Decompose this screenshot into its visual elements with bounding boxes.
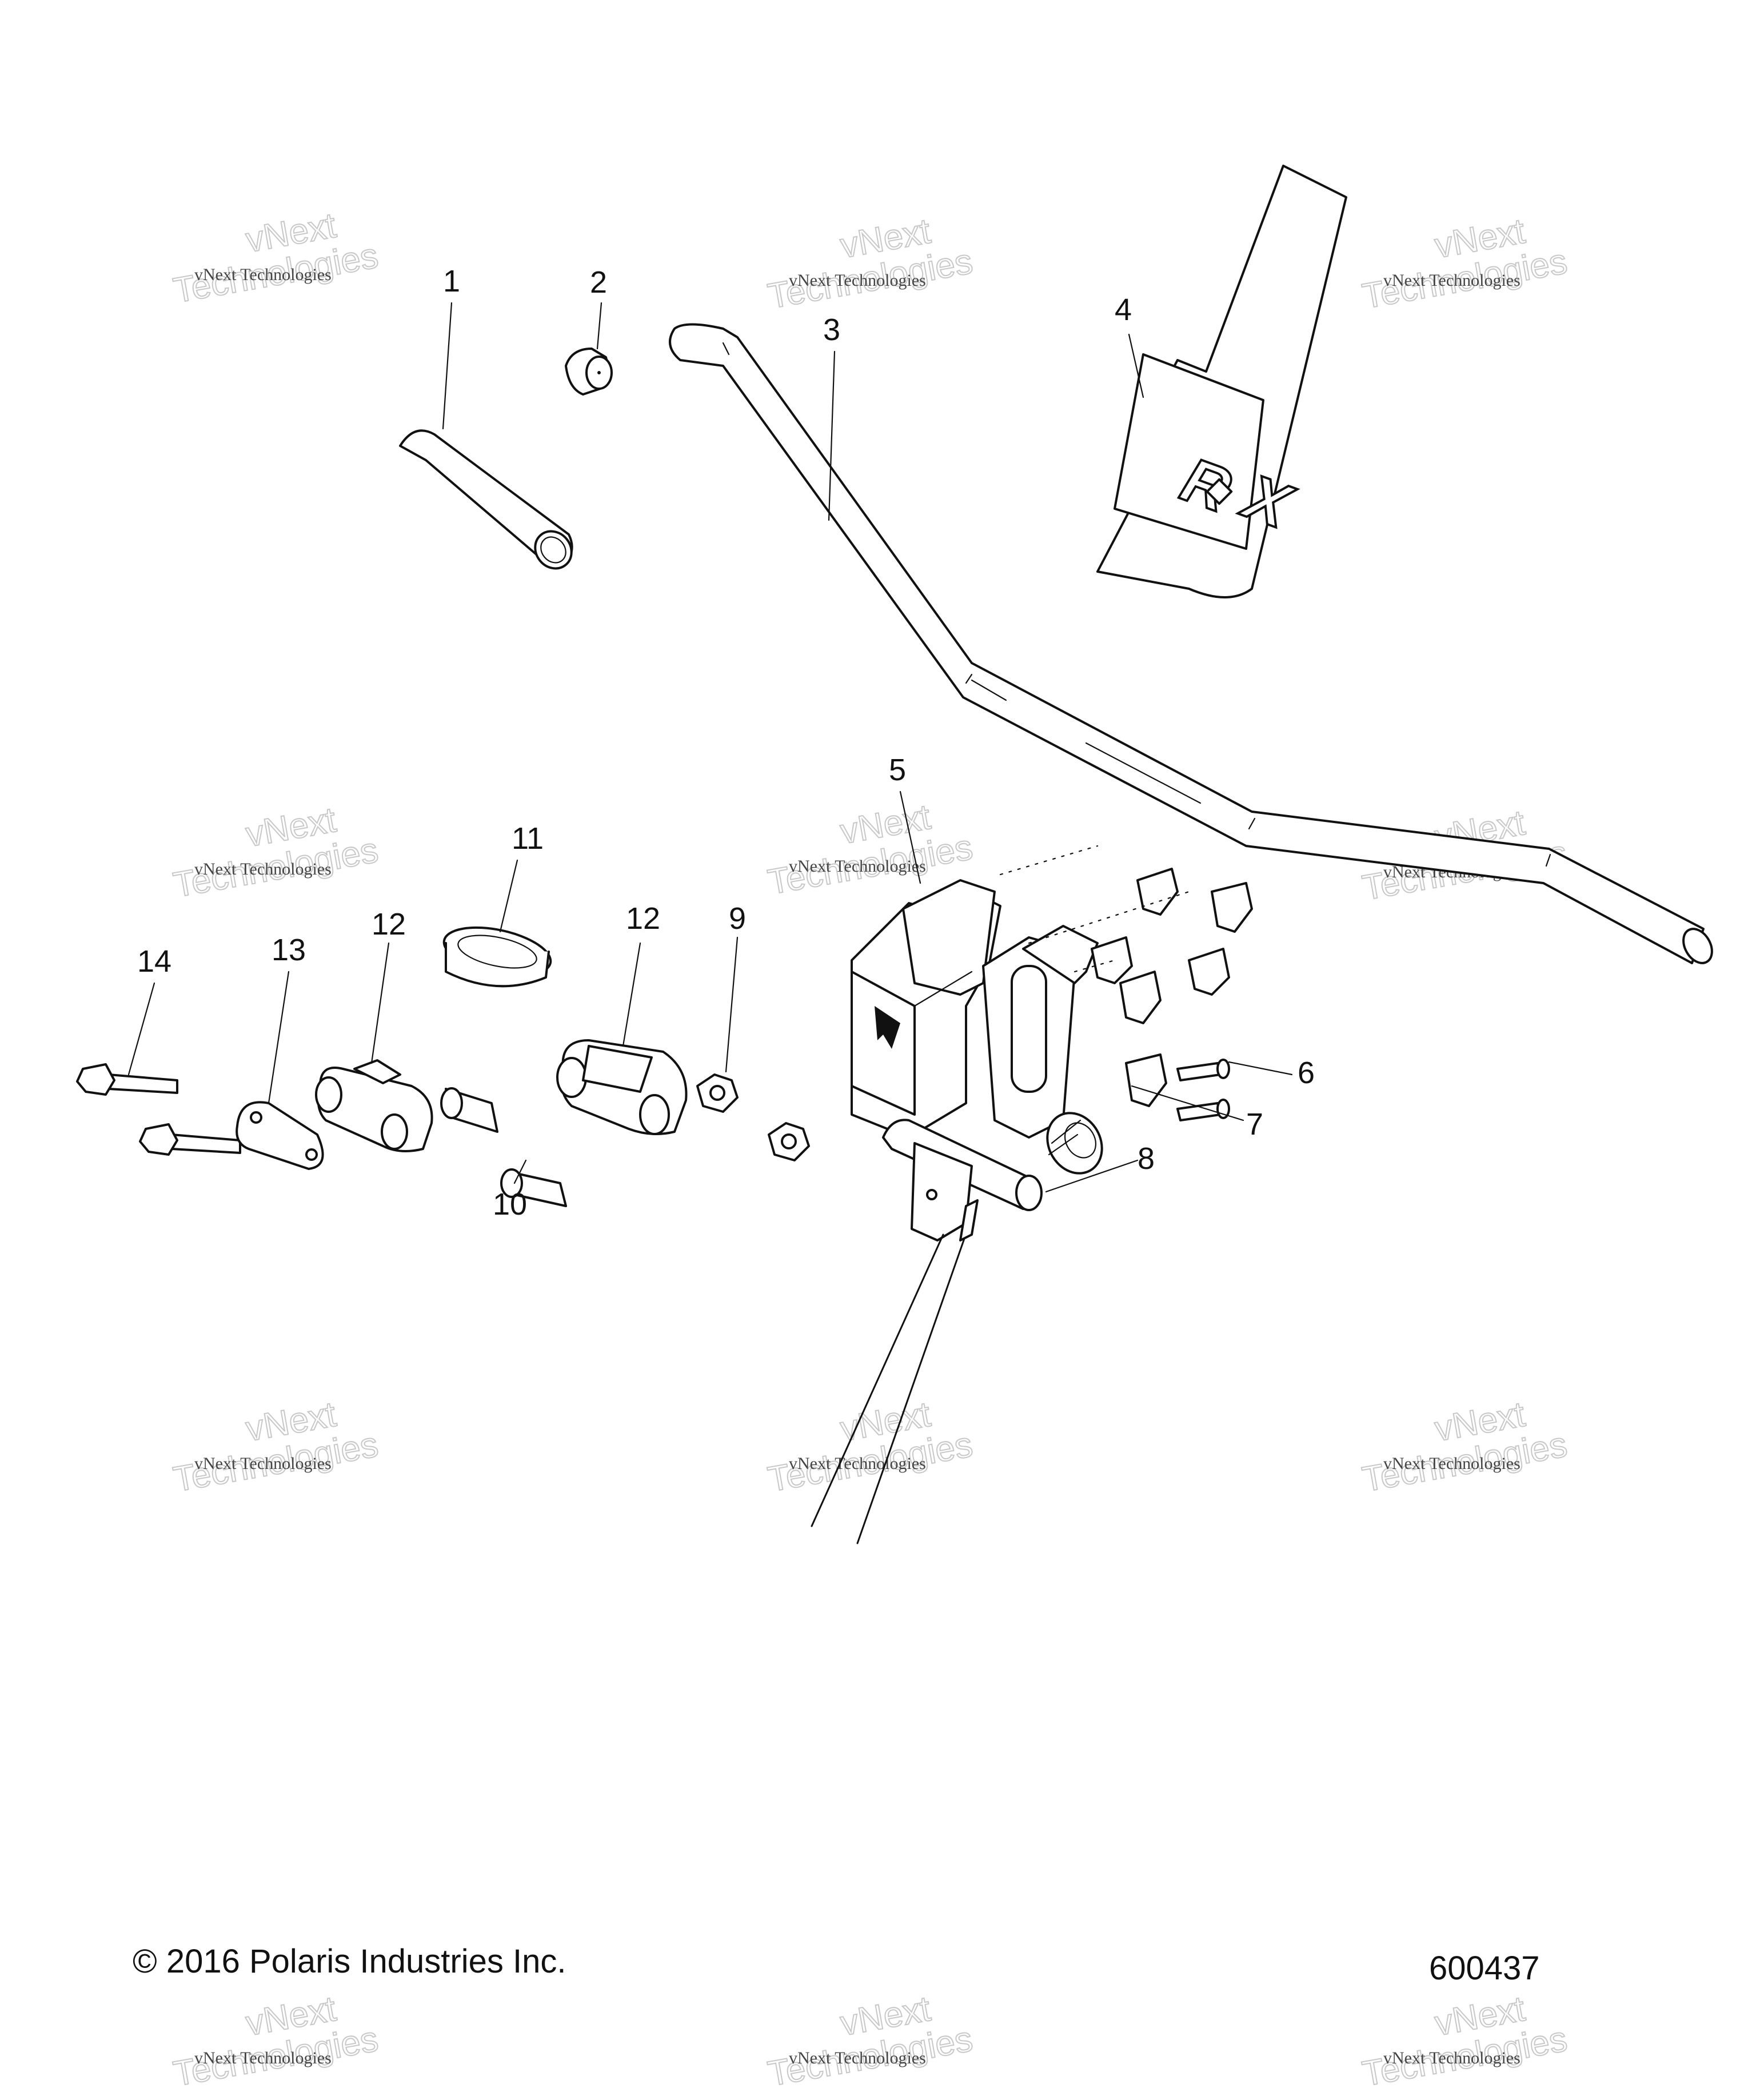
callout-3: 3 — [823, 313, 840, 347]
part-handlebar — [669, 323, 1713, 964]
part-ring — [442, 926, 552, 988]
callout-7: 7 — [1246, 1107, 1263, 1141]
watermark-vnext-technologies: vNext Technologies — [789, 271, 926, 290]
part-hex-bolts — [76, 1063, 241, 1156]
callout-4: 4 — [1115, 293, 1132, 327]
part-grip — [399, 429, 573, 570]
callout-12-right: 12 — [626, 901, 660, 936]
part-lower-clamp-left — [315, 1059, 433, 1152]
callout-13: 13 — [272, 933, 306, 967]
part-steering-post — [811, 1119, 1043, 1544]
callout-9: 9 — [729, 901, 746, 936]
leader-lines — [127, 302, 1293, 1193]
watermark-vnext-technologies: vNext Technologies — [1383, 2049, 1520, 2067]
callout-8: 8 — [1138, 1141, 1155, 1176]
callout-labels: 1 2 3 4 5 6 7 8 9 10 11 12 12 13 14 — [137, 264, 1315, 1221]
part-spacers — [440, 1087, 567, 1207]
watermark-vnext-technologies: vNext Technologies — [789, 2049, 926, 2067]
part-lower-clamp-right — [556, 1039, 688, 1135]
watermark-vnext-technologies: vNext Technologies — [1383, 271, 1520, 290]
watermark-vnext-technologies: vNext Technologies — [194, 1454, 332, 1473]
watermark-vnext-technologies: vNext Technologies — [789, 857, 926, 876]
watermark-vnext-technologies: vNext Technologies — [194, 860, 332, 879]
part-riser-block — [851, 879, 1103, 1175]
callout-1: 1 — [443, 264, 460, 298]
part-end-cap — [565, 348, 613, 396]
watermark-vnext-technologies: vNext Technologies — [789, 1454, 926, 1473]
watermark-vnext-technologies: vNext Technologies — [194, 265, 332, 284]
callout-11: 11 — [512, 821, 544, 856]
part-plate — [236, 1101, 324, 1170]
watermark-vnext-technologies: vNext Technologies — [194, 2049, 332, 2067]
part-bar-clamps — [1091, 868, 1253, 1107]
callout-5: 5 — [889, 753, 906, 787]
part-nuts — [696, 1073, 810, 1161]
copyright-text: © 2016 Polaris Industries Inc. — [133, 1943, 566, 1980]
part-clamp-bolts — [1176, 1059, 1230, 1121]
callout-10: 10 — [493, 1187, 527, 1221]
callout-12-left: 12 — [372, 907, 406, 941]
watermark-vnext-technologies: vNext Technologies — [1383, 1454, 1520, 1473]
callout-14: 14 — [137, 944, 171, 979]
callout-6: 6 — [1298, 1056, 1315, 1090]
callout-2: 2 — [590, 265, 607, 300]
figure-number: 600437 — [1429, 1950, 1540, 1987]
part-handlebar-pad: R X — [1096, 165, 1347, 598]
